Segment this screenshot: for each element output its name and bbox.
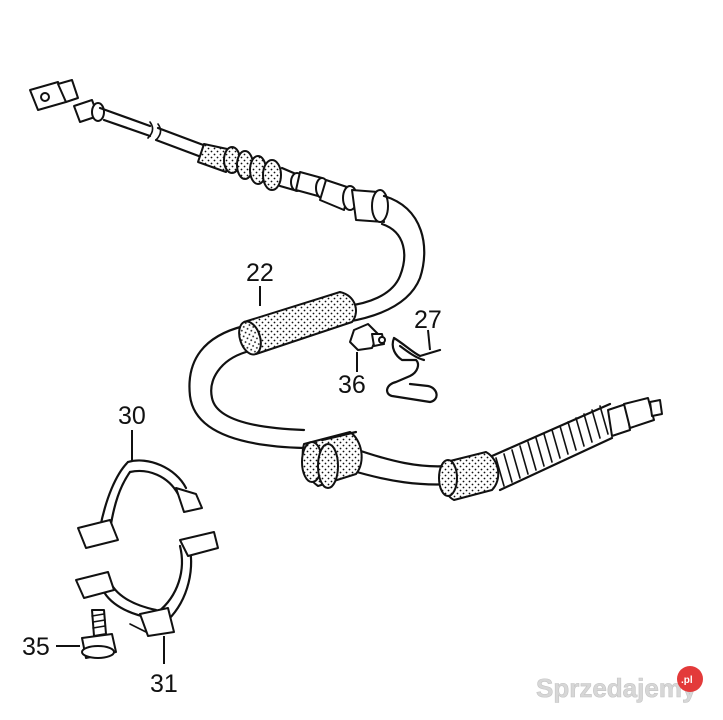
part-30-clamp — [77, 430, 203, 549]
label-22: 22 — [246, 259, 274, 287]
watermark-suffix: .pl — [681, 675, 693, 686]
upper-ribbed-section — [197, 143, 389, 223]
watermark-dot — [677, 666, 703, 692]
label-35: 35 — [22, 633, 50, 661]
watermark-text: Sprzedajemy — [536, 673, 697, 703]
part-36-bolt — [349, 323, 386, 372]
handbrake-cable — [29, 79, 663, 501]
cable-end-fitting — [29, 79, 105, 123]
label-30: 30 — [118, 402, 146, 430]
part-35-screw — [56, 609, 117, 659]
lower-grommet — [301, 430, 363, 489]
part-27-clip — [386, 329, 442, 404]
label-31: 31 — [150, 670, 178, 698]
watermark: Sprzedajemy .pl — [536, 666, 703, 703]
part-31-clamp — [75, 531, 219, 664]
label-27: 27 — [414, 306, 442, 334]
part-22-sleeve — [238, 291, 357, 356]
right-end-section — [438, 397, 663, 501]
label-36: 36 — [338, 371, 366, 399]
part-number-labels: 22 27 30 31 35 36 — [22, 259, 442, 698]
